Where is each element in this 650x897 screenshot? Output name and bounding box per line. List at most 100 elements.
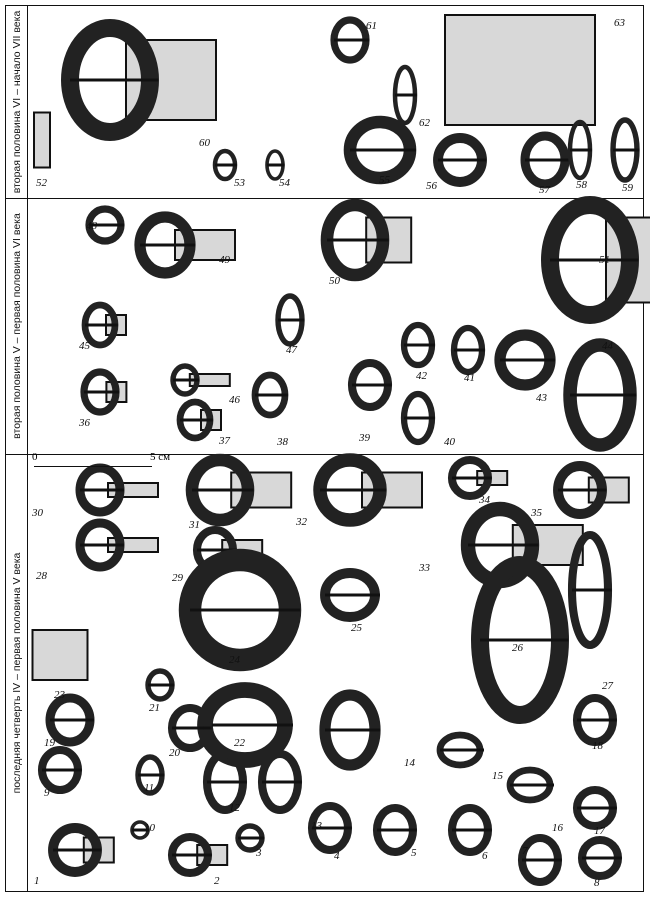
item-number-41: 41 bbox=[464, 372, 475, 384]
section-divider bbox=[6, 454, 643, 455]
buckle-drawing-11 bbox=[135, 754, 165, 796]
item-number-24: 24 bbox=[229, 654, 240, 666]
buckle-drawing-59 bbox=[610, 117, 640, 183]
buckle-drawing-37 bbox=[176, 398, 222, 442]
item-number-45: 45 bbox=[79, 340, 90, 352]
item-number-50: 50 bbox=[329, 275, 340, 287]
item-number-56: 56 bbox=[426, 180, 437, 192]
item-number-34: 34 bbox=[479, 494, 490, 506]
item-number-61: 61 bbox=[366, 20, 377, 32]
buckle-drawing-53 bbox=[212, 148, 238, 182]
buckle-drawing-25 bbox=[320, 568, 380, 622]
item-number-36: 36 bbox=[79, 417, 90, 429]
item-number-27: 27 bbox=[602, 680, 613, 692]
item-number-3: 3 bbox=[256, 847, 262, 859]
scale-five-cm: 5 см bbox=[150, 451, 171, 463]
buckle-drawing-48 bbox=[85, 205, 125, 245]
item-number-2: 2 bbox=[214, 875, 220, 887]
buckle-drawing-47 bbox=[275, 293, 305, 347]
buckle-drawing-55 bbox=[343, 115, 417, 185]
scale-bar: 0 5 см bbox=[32, 451, 172, 471]
buckle-drawing-31 bbox=[185, 453, 293, 527]
item-number-38: 38 bbox=[277, 436, 288, 448]
buckle-drawing-35 bbox=[553, 461, 630, 519]
buckle-drawing-51 bbox=[541, 196, 650, 324]
buckle-drawing-39 bbox=[347, 358, 393, 412]
buckle-drawing-58 bbox=[567, 119, 593, 181]
item-number-55: 55 bbox=[379, 174, 390, 186]
item-number-57: 57 bbox=[539, 184, 550, 196]
item-number-11: 11 bbox=[144, 782, 155, 794]
item-number-39: 39 bbox=[359, 432, 370, 444]
item-number-20: 20 bbox=[169, 747, 180, 759]
item-number-1: 1 bbox=[34, 875, 40, 887]
item-number-53: 53 bbox=[234, 177, 245, 189]
buckle-drawing-8 bbox=[577, 835, 623, 881]
buckle-drawing-34 bbox=[447, 455, 509, 501]
item-number-31: 31 bbox=[189, 519, 200, 531]
buckle-drawing-60 bbox=[61, 19, 217, 141]
item-number-18: 18 bbox=[592, 740, 603, 752]
item-number-15: 15 bbox=[492, 770, 503, 782]
buckle-drawing-62 bbox=[392, 64, 418, 126]
buckle-drawing-10 bbox=[130, 820, 150, 840]
buckle-drawing-7 bbox=[517, 833, 563, 887]
buckle-drawing-16 bbox=[506, 766, 554, 804]
buckle-drawing-20 bbox=[167, 703, 213, 753]
item-number-35: 35 bbox=[531, 507, 542, 519]
buckle-drawing-42 bbox=[400, 321, 436, 369]
item-number-40: 40 bbox=[444, 436, 455, 448]
item-number-42: 42 bbox=[416, 370, 427, 382]
scale-line bbox=[34, 466, 152, 467]
buckle-drawing-5 bbox=[372, 803, 418, 857]
item-number-33: 33 bbox=[419, 562, 430, 574]
buckle-drawing-57 bbox=[520, 131, 570, 189]
buckle-drawing-54 bbox=[265, 149, 285, 181]
item-number-6: 6 bbox=[482, 850, 488, 862]
buckle-drawing-28 bbox=[75, 518, 159, 572]
item-number-16: 16 bbox=[552, 822, 563, 834]
buckle-drawing-52 bbox=[33, 111, 51, 169]
scale-zero: 0 bbox=[32, 451, 38, 463]
item-number-30: 30 bbox=[32, 507, 43, 519]
buckle-drawing-24 bbox=[178, 548, 302, 672]
item-number-51: 51 bbox=[599, 254, 610, 266]
buckle-drawing-23 bbox=[31, 629, 89, 681]
item-number-13: 13 bbox=[311, 820, 322, 832]
item-number-14: 14 bbox=[404, 757, 415, 769]
buckle-drawing-12 bbox=[202, 749, 248, 815]
buckle-drawing-38 bbox=[251, 371, 289, 419]
buckle-drawing-30 bbox=[75, 463, 159, 517]
buckle-drawing-43 bbox=[494, 329, 556, 391]
buckle-drawing-36 bbox=[80, 368, 128, 416]
buckle-drawing-32 bbox=[313, 453, 423, 527]
buckle-drawing-4 bbox=[307, 801, 353, 855]
buckle-drawing-22 bbox=[197, 682, 293, 768]
item-number-49: 49 bbox=[219, 254, 230, 266]
buckle-drawing-1 bbox=[48, 823, 115, 877]
item-number-8: 8 bbox=[594, 877, 600, 889]
figure-plate: вторая половина VI – начало VII века вто… bbox=[5, 5, 644, 892]
item-number-47: 47 bbox=[286, 344, 297, 356]
item-number-22: 22 bbox=[234, 737, 245, 749]
item-number-4: 4 bbox=[334, 850, 340, 862]
item-number-44: 44 bbox=[602, 340, 613, 352]
buckle-drawing-26 bbox=[471, 556, 569, 724]
item-number-26: 26 bbox=[512, 642, 523, 654]
buckle-drawing-17 bbox=[572, 785, 618, 831]
buckle-drawing-14 bbox=[319, 689, 381, 771]
buckle-drawing-44 bbox=[563, 338, 637, 452]
buckle-drawing-9 bbox=[37, 745, 83, 795]
buckle-drawing-6 bbox=[447, 803, 493, 857]
buckle-drawing-27 bbox=[567, 530, 613, 650]
item-number-54: 54 bbox=[279, 177, 290, 189]
item-number-62: 62 bbox=[419, 117, 430, 129]
item-number-63: 63 bbox=[614, 17, 625, 29]
item-number-32: 32 bbox=[296, 516, 307, 528]
item-number-43: 43 bbox=[536, 392, 547, 404]
buckle-drawing-18 bbox=[572, 693, 618, 747]
item-number-19: 19 bbox=[44, 737, 55, 749]
buckle-drawing-45 bbox=[81, 301, 127, 349]
buckle-drawing-13 bbox=[257, 749, 303, 815]
